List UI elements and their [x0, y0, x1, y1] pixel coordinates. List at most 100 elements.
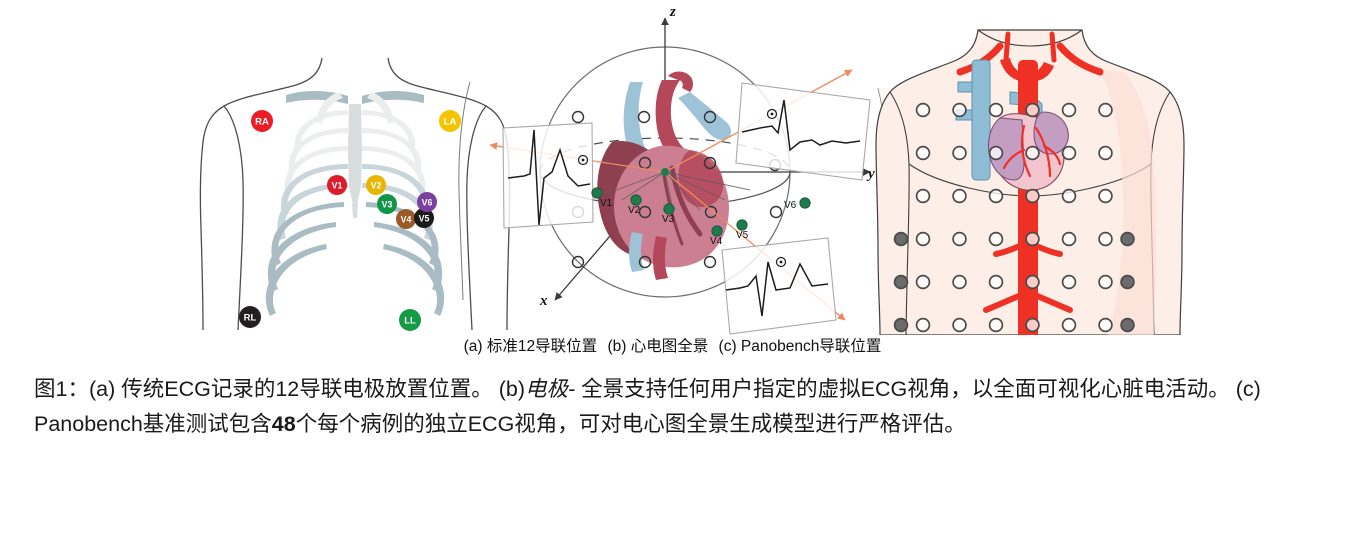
caption-part-b-text: 全景支持任何用户指定的虚拟ECG视角，以全面可视化心脏电活动。 — [575, 377, 1230, 401]
panobench-electrode-node[interactable] — [1061, 274, 1077, 290]
panobench-electrode-node[interactable] — [1025, 274, 1040, 290]
electrode-v1[interactable]: V1 — [327, 175, 347, 195]
axis-label-z: z — [669, 4, 676, 20]
sphere-lead-label: V1 — [600, 198, 613, 209]
panobench-electrode-node[interactable] — [915, 102, 931, 118]
panobench-electrode-node[interactable] — [915, 274, 931, 290]
electrode-label: LL — [404, 316, 416, 327]
origin-node — [661, 168, 669, 176]
electrode-ll[interactable]: LL — [399, 309, 421, 331]
panobench-electrode-node[interactable] — [988, 145, 1004, 161]
electrode-label: LA — [444, 117, 457, 128]
sphere-lead-v5[interactable]: V5 — [736, 219, 749, 241]
electrode-rl[interactable]: RL — [239, 306, 261, 328]
panobench-electrode-node[interactable] — [1098, 231, 1113, 247]
caption-part-b-italic: 电极- — [525, 377, 576, 401]
panobench-electrode-node[interactable] — [1061, 145, 1077, 161]
panobench-electrode-node[interactable] — [1025, 231, 1040, 247]
sphere-lead-label: V4 — [710, 236, 723, 247]
panobench-side-electrode-node[interactable] — [893, 317, 909, 333]
panobench-side-electrode-node[interactable] — [1120, 274, 1135, 290]
panobench-electrode-node[interactable] — [952, 102, 967, 118]
panobench-electrode-node[interactable] — [952, 317, 967, 333]
panobench-side-electrode-node[interactable] — [893, 231, 909, 247]
sphere-lead-label: V6 — [784, 200, 797, 211]
panobench-electrode-node[interactable] — [1061, 188, 1077, 204]
subcaption-panel-c: (c) Panobench导联位置 — [718, 338, 882, 355]
panobench-electrode-node[interactable] — [988, 188, 1004, 204]
panobench-electrode-node[interactable] — [1061, 102, 1077, 118]
electrode-ra[interactable]: RA — [251, 110, 273, 132]
electrode-v2[interactable]: V2 — [366, 175, 386, 195]
electrode-label: RL — [244, 313, 257, 324]
electrode-label: V3 — [382, 200, 393, 210]
torso-outline-a — [199, 57, 511, 331]
panobench-electrode-node[interactable] — [952, 188, 967, 204]
sphere-lead-v3[interactable]: V3 — [662, 203, 675, 225]
subcaption-panel-b: (b) 心电图全景 — [607, 338, 709, 355]
panobench-side-electrode-node[interactable] — [893, 274, 909, 290]
electrode-v4[interactable]: V4 — [396, 209, 416, 229]
sphere-lead-v6[interactable]: V6 — [784, 197, 811, 211]
caption-part-c-text-1: Panobench基准测试包含 — [34, 412, 272, 436]
electrode-label: V1 — [332, 181, 343, 191]
caption-part-a-label: (a) — [88, 377, 116, 401]
panobench-electrode-node[interactable] — [988, 317, 1004, 333]
electrode-label: V6 — [422, 198, 433, 208]
electrode-label: RA — [255, 117, 269, 128]
panobench-electrode-node[interactable] — [1098, 102, 1113, 118]
caption-part-a-text: 传统ECG记录的12导联电极放置位置。 — [115, 377, 493, 401]
panobench-side-electrode-node[interactable] — [1120, 231, 1135, 247]
panobench-electrode-node[interactable] — [1025, 145, 1040, 161]
electrode-label: V2 — [371, 181, 382, 191]
axis-label-x: x — [539, 293, 548, 309]
panobench-electrode-node[interactable] — [915, 188, 931, 204]
panobench-electrode-node[interactable] — [1098, 274, 1113, 290]
electrode-la[interactable]: LA — [439, 110, 461, 132]
lead-vectors — [599, 171, 751, 211]
panobench-side-electrode-node[interactable] — [1120, 317, 1135, 333]
panobench-electrode-node[interactable] — [952, 274, 967, 290]
sphere-lead-v4[interactable]: V4 — [710, 225, 723, 247]
panobench-electrode-node[interactable] — [915, 317, 931, 333]
electrode-v6[interactable]: V6 — [417, 192, 437, 212]
subcaption-row: (a) 标准12导联位置 (b) 心电图全景 (c) Panobench导联位置 — [0, 336, 1345, 358]
sphere-lead-v2[interactable]: V2 — [628, 194, 642, 216]
panobench-electrode-node[interactable] — [1098, 145, 1113, 161]
vasculature-c — [955, 31, 1104, 335]
panel-b-ecg-panorama: z y x — [458, 4, 900, 335]
caption-part-c-text-2: 个每个病例的独立ECG视角，可对电心图全景生成模型进行严格评估。 — [295, 412, 966, 436]
panobench-electrode-node[interactable] — [1061, 231, 1077, 247]
panobench-electrode-node[interactable] — [1025, 102, 1040, 118]
electrode-label: V4 — [401, 215, 412, 225]
panobench-electrode-node[interactable] — [988, 231, 1004, 247]
caption-part-b-label: (b) — [498, 377, 525, 401]
panobench-electrode-node[interactable] — [1098, 188, 1113, 204]
torso-shading-c — [1100, 70, 1156, 335]
sphere-lead-v1[interactable]: V1 — [591, 187, 613, 209]
ecg-plane-lower-right — [721, 237, 837, 335]
panobench-electrode-grid — [893, 102, 1135, 333]
caption-part-c-label: (c) — [1235, 377, 1261, 401]
panel-c-panobench-placement — [875, 29, 1185, 335]
axis-label-y: y — [866, 166, 875, 182]
panobench-electrode-node[interactable] — [988, 274, 1004, 290]
ecg-plane-left — [502, 122, 594, 229]
panobench-electrode-node[interactable] — [915, 231, 931, 247]
panobench-electrode-node[interactable] — [952, 231, 967, 247]
panobench-electrode-node[interactable] — [915, 145, 931, 161]
panobench-electrode-node[interactable] — [988, 102, 1004, 118]
sphere-lead-label: V2 — [628, 205, 641, 216]
caption-lead-count: 48 — [271, 412, 296, 436]
panobench-electrode-node[interactable] — [952, 145, 967, 161]
panobench-electrode-node[interactable] — [1025, 188, 1040, 204]
caption-figure-label: 图1： — [34, 377, 89, 401]
panobench-electrode-node[interactable] — [1025, 317, 1040, 333]
electrode-v5[interactable]: V5 — [414, 208, 434, 228]
sphere-lead-label: V5 — [736, 230, 749, 241]
electrode-v3[interactable]: V3 — [377, 194, 397, 214]
panobench-electrode-node[interactable] — [1098, 317, 1113, 333]
panobench-electrode-node[interactable] — [1061, 317, 1077, 333]
